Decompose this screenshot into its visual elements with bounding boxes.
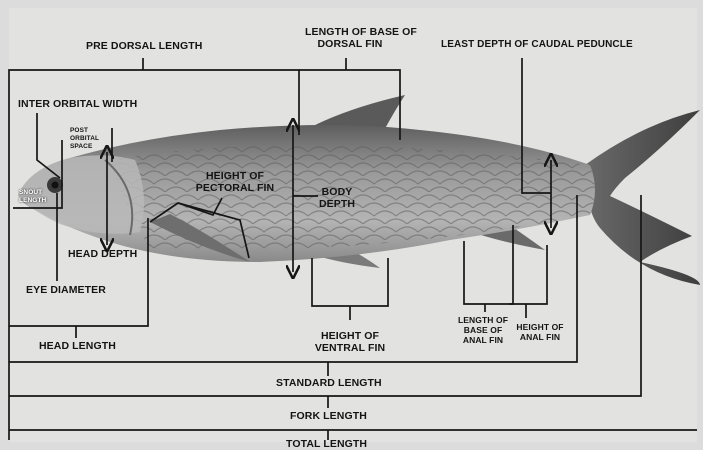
label-ventral-line1: HEIGHT OF — [300, 330, 400, 342]
label-least-depth-caudal-peduncle: LEAST DEPTH OF CAUDAL PEDUNCLE — [441, 39, 633, 51]
label-body-depth: BODY DEPTH — [312, 186, 362, 210]
label-height-ventral-fin: HEIGHT OF VENTRAL FIN — [300, 330, 400, 354]
label-snout-length: SNOUT LENGTH — [19, 189, 46, 205]
label-body-depth-line2: DEPTH — [312, 198, 362, 210]
label-total-length: TOTAL LENGTH — [286, 438, 367, 450]
label-standard-length: STANDARD LENGTH — [276, 377, 382, 389]
label-pectoral-line2: PECTORAL FIN — [190, 182, 280, 194]
label-post-orbital-line3: SPACE — [70, 143, 99, 151]
label-dorsal-base: LENGTH OF BASE OF DORSAL FIN — [305, 26, 395, 50]
label-anal-height-line2: ANAL FIN — [509, 332, 571, 342]
label-dorsal-base-line2: DORSAL FIN — [305, 38, 395, 50]
label-pre-dorsal-length: PRE DORSAL LENGTH — [86, 40, 202, 52]
label-anal-base-line2: BASE OF — [451, 325, 515, 335]
label-height-pectoral-fin: HEIGHT OF PECTORAL FIN — [190, 170, 280, 194]
label-inter-orbital-width: INTER ORBITAL WIDTH — [18, 98, 137, 110]
label-height-anal-fin: HEIGHT OF ANAL FIN — [509, 322, 571, 342]
label-head-depth: HEAD DEPTH — [68, 248, 137, 260]
label-head-length: HEAD LENGTH — [39, 340, 116, 352]
label-anal-base-line3: ANAL FIN — [451, 335, 515, 345]
label-body-depth-line1: BODY — [312, 186, 362, 198]
label-snout-line2: LENGTH — [19, 197, 46, 205]
label-ventral-line2: VENTRAL FIN — [300, 342, 400, 354]
label-snout-line1: SNOUT — [19, 189, 46, 197]
label-anal-base-line1: LENGTH OF — [451, 315, 515, 325]
label-dorsal-base-line1: LENGTH OF BASE OF — [305, 26, 395, 38]
label-fork-length: FORK LENGTH — [290, 410, 367, 422]
label-anal-height-line1: HEIGHT OF — [509, 322, 571, 332]
label-post-orbital-line1: POST — [70, 127, 99, 135]
label-length-base-anal-fin: LENGTH OF BASE OF ANAL FIN — [451, 315, 515, 345]
label-post-orbital-space: POST ORBITAL SPACE — [70, 127, 99, 151]
label-eye-diameter: EYE DIAMETER — [26, 284, 106, 296]
label-post-orbital-line2: ORBITAL — [70, 135, 99, 143]
label-pectoral-line1: HEIGHT OF — [190, 170, 280, 182]
